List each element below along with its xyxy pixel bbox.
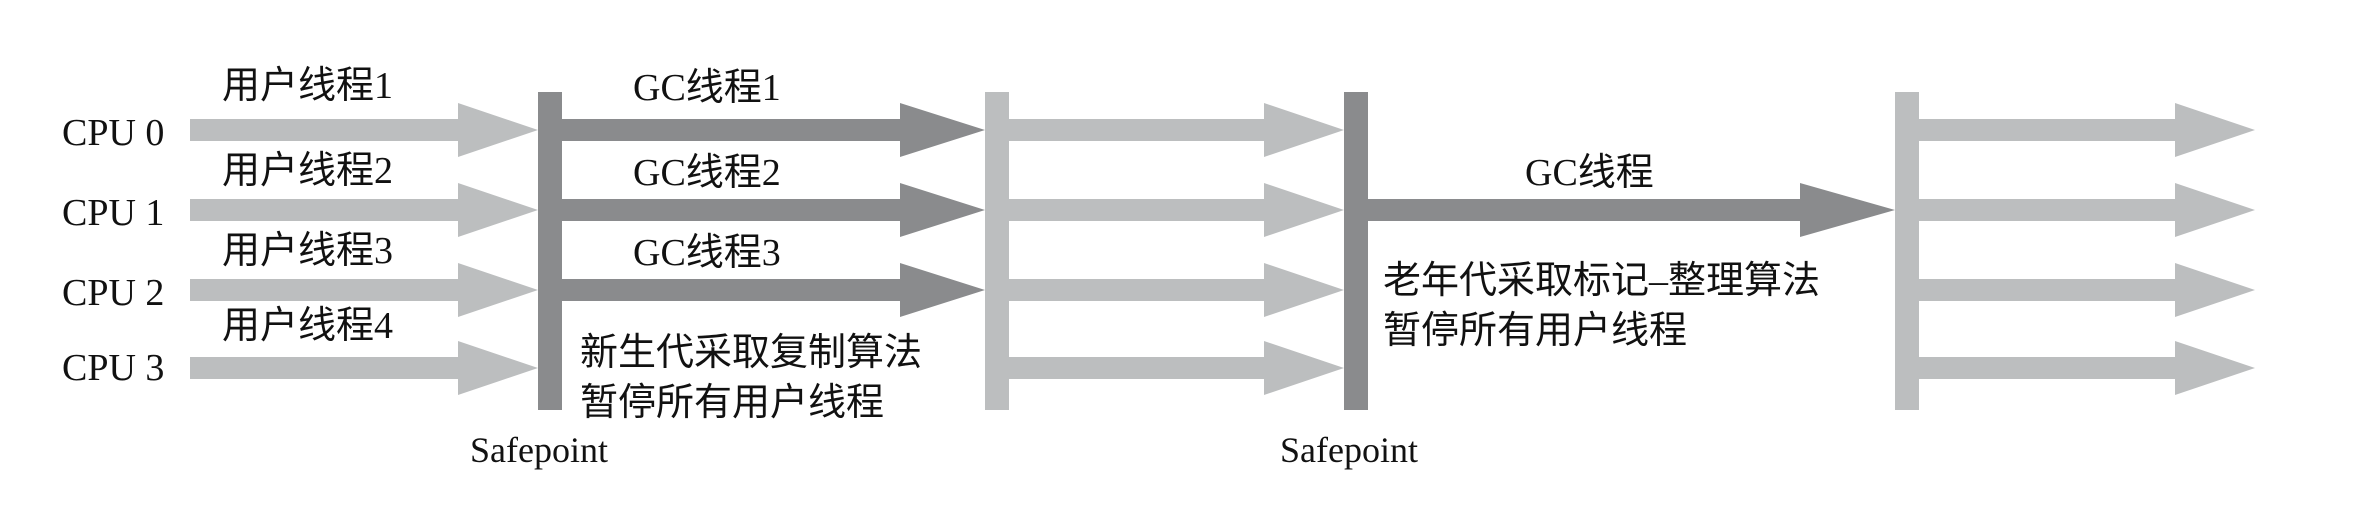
young-gc-note-line-2: 暂停所有用户线程 (580, 382, 884, 424)
cpu-label-1: CPU 1 (62, 192, 164, 234)
young-gc-thread-arrow-2 (562, 183, 985, 237)
young-gc-note-line-1: 新生代采取复制算法 (580, 332, 922, 374)
old-gc-note-line-1: 老年代采取标记–整理算法 (1383, 260, 1820, 302)
old-gc-note-line-2: 暂停所有用户线程 (1383, 310, 1687, 352)
user-thread-label-3: 用户线程3 (222, 230, 393, 272)
safepoint-bar-1 (538, 92, 562, 410)
young-gc-thread-arrow-1 (562, 103, 985, 157)
old-gc-thread-arrow (1368, 183, 1895, 237)
resumed-thread-arrow-b-1 (1919, 103, 2255, 157)
safepoint-label-1: Safepoint (470, 430, 608, 470)
resume-bar-1 (985, 92, 1009, 410)
user-thread-label-4: 用户线程4 (222, 305, 393, 347)
user-thread-arrow-1 (190, 103, 538, 157)
cpu-label-2: CPU 2 (62, 272, 164, 314)
safepoint-bar-2 (1344, 92, 1368, 410)
safepoint-label-2: Safepoint (1280, 430, 1418, 470)
resumed-thread-arrow-b-3 (1919, 263, 2255, 317)
user-thread-arrow-2 (190, 183, 538, 237)
young-gc-thread-label-3: GC线程3 (633, 232, 781, 274)
resumed-thread-arrow-a-4 (1009, 341, 1344, 395)
resumed-thread-arrow-a-3 (1009, 263, 1344, 317)
young-gc-thread-arrow-3 (562, 263, 985, 317)
resume-bar-2 (1895, 92, 1919, 410)
user-thread-arrow-4 (190, 341, 538, 395)
resumed-thread-arrow-a-2 (1009, 183, 1344, 237)
user-thread-label-2: 用户线程2 (222, 150, 393, 192)
resumed-thread-arrow-a-1 (1009, 103, 1344, 157)
cpu-label-3: CPU 3 (62, 347, 164, 389)
old-gc-thread-label: GC线程 (1525, 152, 1654, 194)
resumed-thread-arrow-b-2 (1919, 183, 2255, 237)
resumed-thread-arrow-b-4 (1919, 341, 2255, 395)
young-gc-thread-label-2: GC线程2 (633, 152, 781, 194)
user-thread-arrow-3 (190, 263, 538, 317)
arrows (190, 103, 2255, 395)
young-gc-thread-label-1: GC线程1 (633, 67, 781, 109)
cpu-label-0: CPU 0 (62, 112, 164, 154)
user-thread-label-1: 用户线程1 (222, 65, 393, 107)
